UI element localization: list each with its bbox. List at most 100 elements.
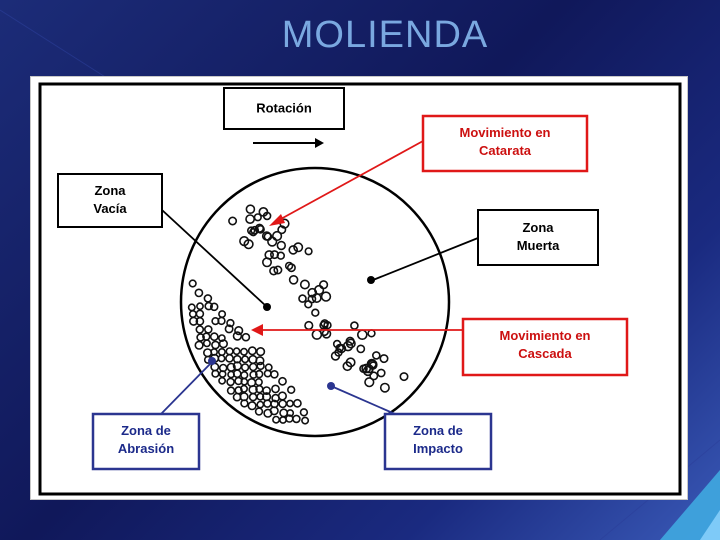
grinding-ball xyxy=(320,291,332,302)
grinding-ball xyxy=(364,377,375,388)
abrasion-text-line1: Zona de xyxy=(121,423,171,438)
grinding-ball xyxy=(256,347,266,357)
cascada-arrow xyxy=(251,324,463,336)
grinding-ball xyxy=(356,344,366,354)
mill-diagram: Rotación Movimiento en Catarata Zona Vac… xyxy=(38,82,682,496)
grinding-ball xyxy=(188,279,197,288)
grinding-ball xyxy=(204,301,213,311)
grinding-ball xyxy=(211,369,220,378)
grinding-ball xyxy=(299,408,309,417)
grinding-ball xyxy=(202,339,211,348)
grinding-ball xyxy=(270,250,280,260)
grinding-ball xyxy=(307,294,317,304)
grinding-ball xyxy=(232,331,243,341)
grinding-ball xyxy=(247,401,257,411)
grinding-ball xyxy=(335,343,345,353)
grinding-ball xyxy=(217,354,226,363)
grinding-ball xyxy=(288,275,299,285)
abrasion-text-line2: Abrasión xyxy=(118,441,174,456)
grinding-ball xyxy=(240,384,249,393)
grinding-ball xyxy=(267,236,278,247)
grinding-ball xyxy=(224,324,234,334)
muerta-text-line1: Zona xyxy=(522,220,554,235)
grinding-ball xyxy=(226,377,235,387)
grinding-ball xyxy=(218,339,228,349)
rotation-arrow xyxy=(253,138,324,148)
grinding-ball xyxy=(195,316,205,326)
grinding-ball xyxy=(379,354,389,364)
cascada-text-line1: Movimiento en xyxy=(499,328,590,343)
impacto-text-line2: Impacto xyxy=(413,441,463,456)
abrasion-pointer xyxy=(160,357,216,415)
abrasion-label-box: Zona de Abrasión xyxy=(91,412,201,471)
grinding-ball xyxy=(288,245,299,255)
grinding-ball xyxy=(369,361,378,370)
grinding-ball xyxy=(369,371,379,381)
grinding-ball xyxy=(371,351,381,360)
grinding-ball xyxy=(247,226,256,235)
catarata-text-line1: Movimiento en xyxy=(459,125,550,140)
cascada-label-box: Movimiento en Cascada xyxy=(461,317,629,377)
grinding-ball xyxy=(254,407,264,416)
grinding-ball xyxy=(245,214,255,224)
vacia-label-box: Zona Vacía xyxy=(57,173,163,228)
grinding-ball xyxy=(271,384,280,394)
catarata-text-line2: Catarata xyxy=(479,143,532,158)
grinding-ball xyxy=(270,369,279,379)
grinding-ball xyxy=(278,376,287,386)
grinding-ball xyxy=(209,302,219,312)
grinding-ball xyxy=(194,288,204,298)
grinding-ball xyxy=(292,398,302,408)
grinding-ball xyxy=(262,386,271,395)
grinding-ball xyxy=(204,325,213,334)
grinding-ball xyxy=(298,294,307,303)
grinding-ball xyxy=(379,382,390,393)
grinding-ball xyxy=(243,239,254,250)
grinding-ball xyxy=(232,347,241,356)
catarata-arrow xyxy=(269,140,424,226)
grinding-ball xyxy=(292,414,301,424)
catarata-label-box: Movimiento en Catarata xyxy=(421,114,589,173)
vacia-text-line1: Zona xyxy=(94,183,126,198)
grinding-ball xyxy=(301,416,310,425)
grinding-ball xyxy=(276,240,287,251)
cascada-text-line2: Cascada xyxy=(518,346,572,361)
grinding-ball xyxy=(194,340,204,350)
grinding-ball xyxy=(196,302,204,311)
grinding-ball xyxy=(226,318,235,328)
grinding-ball xyxy=(286,409,295,417)
grinding-ball xyxy=(240,347,249,356)
vacia-text-line2: Vacía xyxy=(93,201,127,216)
grinding-ball xyxy=(273,265,283,275)
grinding-ball xyxy=(228,216,238,226)
grinding-ball xyxy=(269,406,279,416)
grinding-ball xyxy=(299,279,310,290)
grinding-ball xyxy=(240,363,250,372)
diagram-border xyxy=(38,82,682,496)
grinding-ball xyxy=(195,325,205,334)
grinding-ball xyxy=(311,308,320,317)
grinding-ball xyxy=(376,368,386,378)
grinding-ball xyxy=(287,385,296,394)
muerta-label-box: Zona Muerta xyxy=(477,209,599,266)
rotacion-label-box: Rotación xyxy=(223,87,345,130)
grinding-ball xyxy=(277,225,287,235)
grinding-ball xyxy=(240,399,249,408)
muerta-pointer xyxy=(367,237,479,284)
grinding-ball xyxy=(264,250,274,260)
impacto-text-line1: Zona de xyxy=(413,423,463,438)
grinding-ball xyxy=(284,261,294,271)
grinding-ball xyxy=(262,211,272,221)
grinding-ball xyxy=(218,376,226,385)
rotacion-text: Rotación xyxy=(256,100,312,115)
grinding-ball xyxy=(269,266,279,276)
slide-title: MOLIENDA xyxy=(281,14,489,56)
grinding-ball xyxy=(345,338,356,349)
grinding-ball xyxy=(399,372,409,382)
grinding-ball xyxy=(293,242,304,253)
grinding-ball xyxy=(209,332,219,342)
vacia-pointer xyxy=(161,209,271,311)
grinding-ball xyxy=(256,224,265,234)
grinding-ball xyxy=(249,370,258,379)
grinding-ball xyxy=(189,316,199,326)
